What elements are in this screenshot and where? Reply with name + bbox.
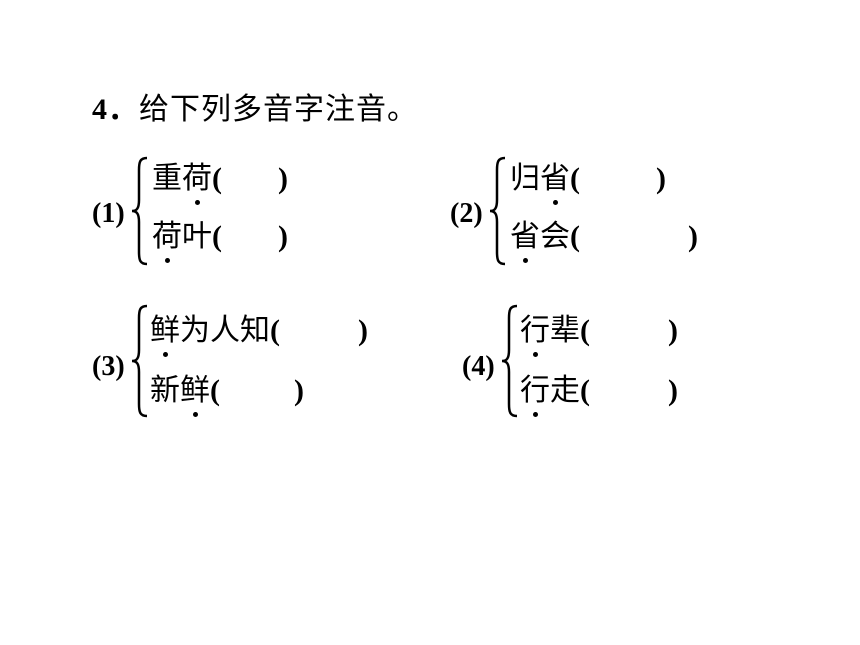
group-label: (2) (450, 198, 483, 229)
answer-open-paren: ( (580, 374, 590, 407)
dotted-character: 荷 (152, 219, 182, 263)
item-4-1: 行辈() (520, 313, 678, 357)
item-2-1: 归省() (510, 161, 666, 205)
answer-close-paren: ) (278, 220, 288, 253)
answer-open-paren: ( (270, 314, 280, 347)
dotted-character: 荷 (182, 161, 212, 205)
answer-close-paren: ) (278, 162, 288, 195)
item-4-2: 行走() (520, 373, 678, 417)
dotted-character: 省 (540, 161, 570, 205)
group-1: (1) 重荷() 荷叶() (92, 150, 412, 270)
answer-close-paren: ) (656, 162, 666, 195)
answer-close-paren: ) (294, 374, 304, 407)
brace-icon (131, 156, 148, 266)
dotted-character: 鲜 (150, 313, 180, 357)
answer-open-paren: ( (210, 374, 220, 407)
group-3: (3) 鲜为人知() 新鲜() (92, 298, 432, 423)
answer-close-paren: ) (358, 314, 368, 347)
group-label: (1) (92, 198, 125, 229)
item-3-2: 新鲜() (150, 373, 304, 417)
brace-icon (131, 304, 148, 418)
answer-open-paren: ( (212, 162, 222, 195)
brace-icon (489, 156, 506, 266)
answer-open-paren: ( (570, 162, 580, 195)
answer-open-paren: ( (212, 220, 222, 253)
group-label: (4) (462, 351, 495, 382)
group-label: (3) (92, 351, 125, 382)
question-number: 4． (92, 93, 139, 126)
answer-close-paren: ) (688, 220, 698, 253)
item-1-1: 重荷() (152, 161, 288, 205)
answer-open-paren: ( (580, 314, 590, 347)
dotted-character: 鲜 (180, 373, 210, 417)
item-3-1: 鲜为人知() (150, 313, 368, 357)
dotted-character: 行 (520, 373, 550, 417)
brace-icon (501, 304, 518, 418)
question-title: 4．给下列多音字注音。 (92, 84, 418, 128)
answer-close-paren: ) (668, 314, 678, 347)
item-1-2: 荷叶() (152, 219, 288, 263)
question-prompt: 给下列多音字注音。 (139, 92, 418, 127)
group-4: (4) 行辈() 行走() (462, 298, 782, 423)
answer-close-paren: ) (668, 374, 678, 407)
answer-open-paren: ( (570, 220, 580, 253)
dotted-character: 省 (510, 219, 540, 263)
dotted-character: 行 (520, 313, 550, 357)
group-2: (2) 归省() 省会() (450, 150, 770, 270)
item-2-2: 省会() (510, 219, 698, 263)
